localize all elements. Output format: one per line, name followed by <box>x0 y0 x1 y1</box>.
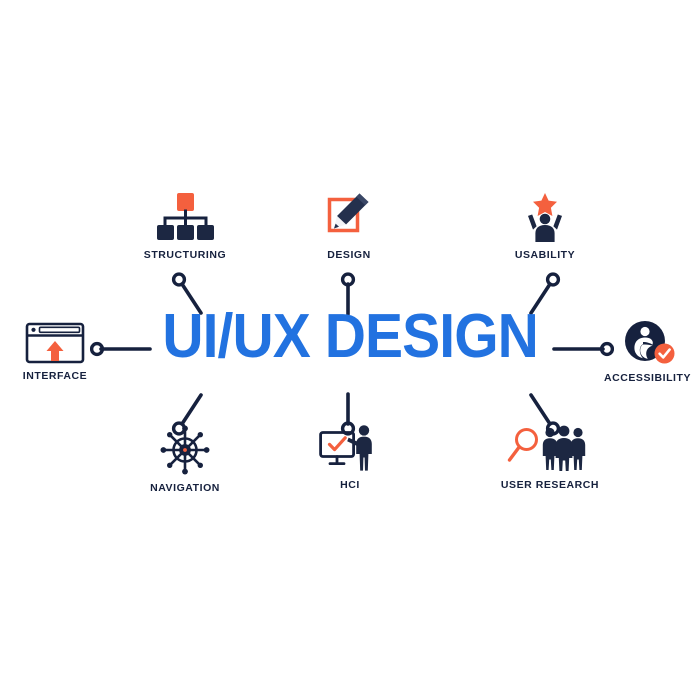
node-structuring-label: STRUCTURING <box>143 249 227 261</box>
connector-structuring <box>170 272 212 318</box>
connector-navigation <box>170 392 212 438</box>
connector-interface <box>89 338 152 360</box>
node-structuring[interactable]: STRUCTURING <box>135 192 235 261</box>
connector-usability <box>520 272 562 318</box>
node-design-label: DESIGN <box>327 249 371 261</box>
node-hci[interactable]: HCI <box>312 424 388 491</box>
pencil-icon <box>326 190 372 242</box>
node-hci-label: HCI <box>340 479 360 491</box>
node-navigation-label: NAVIGATION <box>150 482 220 494</box>
person-star-icon <box>519 192 571 242</box>
connector-accessibility <box>552 338 615 360</box>
connector-design <box>337 272 359 318</box>
node-interface-label: INTERFACE <box>22 370 88 382</box>
node-interface[interactable]: INTERFACE <box>10 322 100 382</box>
node-accessibility[interactable]: ACCESSIBILITY <box>600 320 695 384</box>
node-design[interactable]: DESIGN <box>312 190 386 261</box>
node-usability-label: USABILITY <box>514 249 576 261</box>
ship-wheel-icon <box>160 425 210 475</box>
connector-hci <box>337 392 359 438</box>
node-accessibility-label: ACCESSIBILITY <box>603 372 692 384</box>
org-chart-icon <box>153 192 217 242</box>
node-usability[interactable]: USABILITY <box>505 192 585 261</box>
node-navigation[interactable]: NAVIGATION <box>140 425 230 494</box>
monitor-person-icon <box>319 424 381 472</box>
node-user-research-label: USER RESEARCH <box>500 479 600 491</box>
connector-user-research <box>520 392 562 438</box>
accessibility-badge-icon <box>620 320 676 366</box>
browser-window-icon <box>25 322 85 364</box>
